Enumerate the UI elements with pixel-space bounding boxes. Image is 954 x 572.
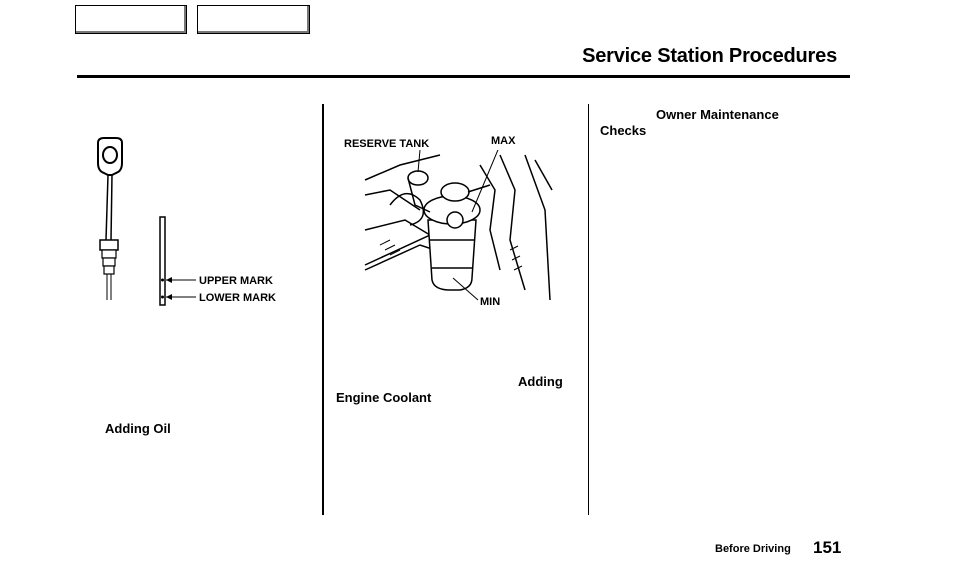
adding-oil-heading: Adding Oil <box>105 421 171 436</box>
page-title: Service Station Procedures <box>582 45 837 67</box>
page-number: 151 <box>813 538 842 557</box>
owner-maintenance-heading-b: Checks <box>600 123 647 138</box>
header-rule <box>77 75 850 78</box>
nav-button-2[interactable] <box>197 5 310 34</box>
max-label: MAX <box>491 135 516 147</box>
nav-button-1[interactable] <box>75 5 187 34</box>
coolant-tank-illustration <box>364 150 553 301</box>
dipstick-illustration <box>97 137 196 306</box>
adding-coolant-heading-b: Engine Coolant <box>336 390 432 405</box>
min-label: MIN <box>480 296 501 308</box>
column-divider-2 <box>588 104 589 515</box>
column-divider-1 <box>322 104 324 515</box>
upper-mark-label: UPPER MARK <box>199 275 273 287</box>
footer-section-name: Before Driving <box>715 543 791 555</box>
owner-maintenance-heading-a: Owner Maintenance <box>656 107 779 122</box>
reserve-tank-label: RESERVE TANK <box>344 138 430 150</box>
lower-mark-label: LOWER MARK <box>199 292 276 304</box>
adding-coolant-heading-a: Adding <box>518 374 563 389</box>
